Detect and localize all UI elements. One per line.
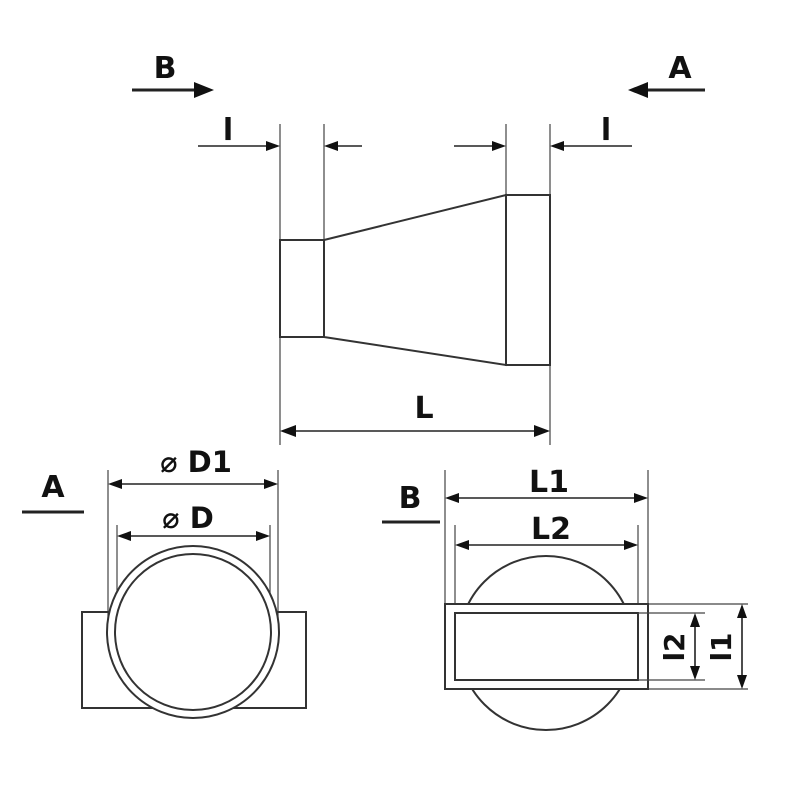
view-b-arrow: B: [132, 51, 214, 98]
outer-diameter-label: ⌀ D1: [160, 445, 232, 479]
inner-diameter-label: ⌀ D: [162, 501, 214, 535]
outer-width-label: L1: [529, 465, 569, 500]
inner-width-label: L2: [531, 512, 571, 547]
inner-diameter-dimension: ⌀ D: [117, 501, 270, 541]
side-view: B A l l: [132, 51, 705, 445]
section-a-label: A: [41, 470, 65, 505]
view-b-label: B: [154, 51, 177, 86]
collar-right-dimension: l: [454, 113, 632, 151]
outer-circle: [106, 545, 280, 719]
outer-height-dimension: l1: [705, 604, 747, 689]
collar-left-dimension: l: [198, 113, 362, 151]
view-a-label: A: [668, 51, 692, 86]
section-b-label: B: [399, 481, 422, 516]
inner-width-dimension: L2: [455, 512, 638, 550]
length-dimension: L: [280, 391, 550, 437]
rectangular-end-view: B L1 L2: [382, 465, 748, 731]
inner-height-label: l2: [658, 632, 691, 661]
small-collar: [279, 239, 325, 338]
outer-diameter-dimension: ⌀ D1: [108, 445, 278, 489]
inner-height-dimension: l2: [638, 612, 705, 681]
round-end-view: A ⌀ D1 ⌀ D: [22, 445, 307, 719]
cone-section: [323, 193, 507, 367]
length-label: L: [414, 391, 433, 426]
reducer-body: [279, 193, 551, 367]
collar-right-label: l: [601, 113, 611, 148]
inner-circle: [114, 553, 272, 711]
outer-width-dimension: L1: [445, 465, 648, 503]
collar-left-label: l: [223, 113, 233, 148]
view-a-arrow: A: [628, 51, 705, 98]
outer-rectangle: [444, 603, 649, 690]
inner-rectangle: [454, 612, 639, 681]
outer-height-label: l1: [705, 632, 738, 661]
large-collar: [505, 194, 551, 366]
